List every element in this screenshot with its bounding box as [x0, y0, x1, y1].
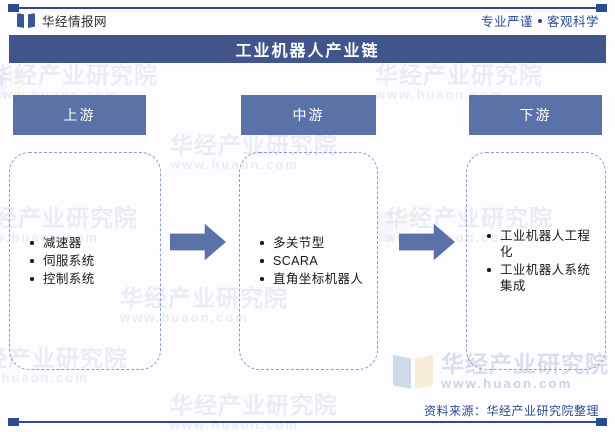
brand-name: 华经情报网 [42, 15, 108, 29]
divider-cap-right [596, 418, 607, 426]
brand[interactable]: 华经情报网 [17, 11, 107, 30]
divider-cap-left [8, 4, 19, 12]
book-logo-icon [17, 13, 35, 28]
page-title-bar: 工业机器人产业链 [9, 35, 606, 63]
bottom-divider [8, 418, 607, 426]
source-note: 资料来源：华经产业研究院整理 [423, 404, 599, 418]
list-item: 多关节型 [260, 235, 367, 251]
arrow-right-icon [399, 223, 455, 261]
stage-header-label: 下游 [519, 107, 552, 123]
divider-cap-right [596, 4, 607, 12]
watermark-url: www.huaon.com [441, 376, 573, 392]
stage-item-list: 工业机器人工程化 工业机器人系统集成 [467, 226, 605, 296]
list-item: 直角坐标机器人 [260, 271, 367, 287]
top-divider [8, 4, 607, 12]
stage-card-upstream[interactable]: 减速器 伺服系统 控制系统 [9, 152, 161, 370]
stage-header-downstream[interactable]: 下游 [469, 95, 602, 135]
divider-cap-left [8, 418, 19, 426]
stage-card-midstream[interactable]: 多关节型 SCARA 直角坐标机器人 [239, 152, 378, 370]
stage-card-downstream[interactable]: 工业机器人工程化 工业机器人系统集成 [466, 152, 606, 370]
header-tagline: 专业严谨 客观科学 [481, 11, 599, 30]
stage-item-list: 减速器 伺服系统 控制系统 [10, 233, 160, 289]
book-logo-icon [393, 354, 433, 389]
list-item: 工业机器人工程化 [487, 228, 595, 260]
list-item: 减速器 [30, 235, 150, 251]
list-item: 伺服系统 [30, 253, 150, 269]
list-item: 工业机器人系统集成 [487, 262, 595, 294]
stage-header-label: 上游 [63, 107, 96, 123]
list-item: SCARA [260, 253, 367, 269]
stage-header-label: 中游 [292, 107, 325, 123]
page-title: 工业机器人产业链 [235, 43, 380, 60]
arrow-right-icon [170, 223, 226, 261]
stage-header-upstream[interactable]: 上游 [13, 95, 146, 135]
bullet-dot-icon [537, 18, 542, 23]
tagline-right: 客观科学 [546, 15, 599, 29]
page-header: 华经情报网 专业严谨 客观科学 [0, 10, 615, 32]
list-item: 控制系统 [30, 271, 150, 287]
stage-item-list: 多关节型 SCARA 直角坐标机器人 [240, 233, 377, 289]
stage-header-midstream[interactable]: 中游 [241, 95, 376, 135]
tagline-left: 专业严谨 [480, 15, 533, 29]
